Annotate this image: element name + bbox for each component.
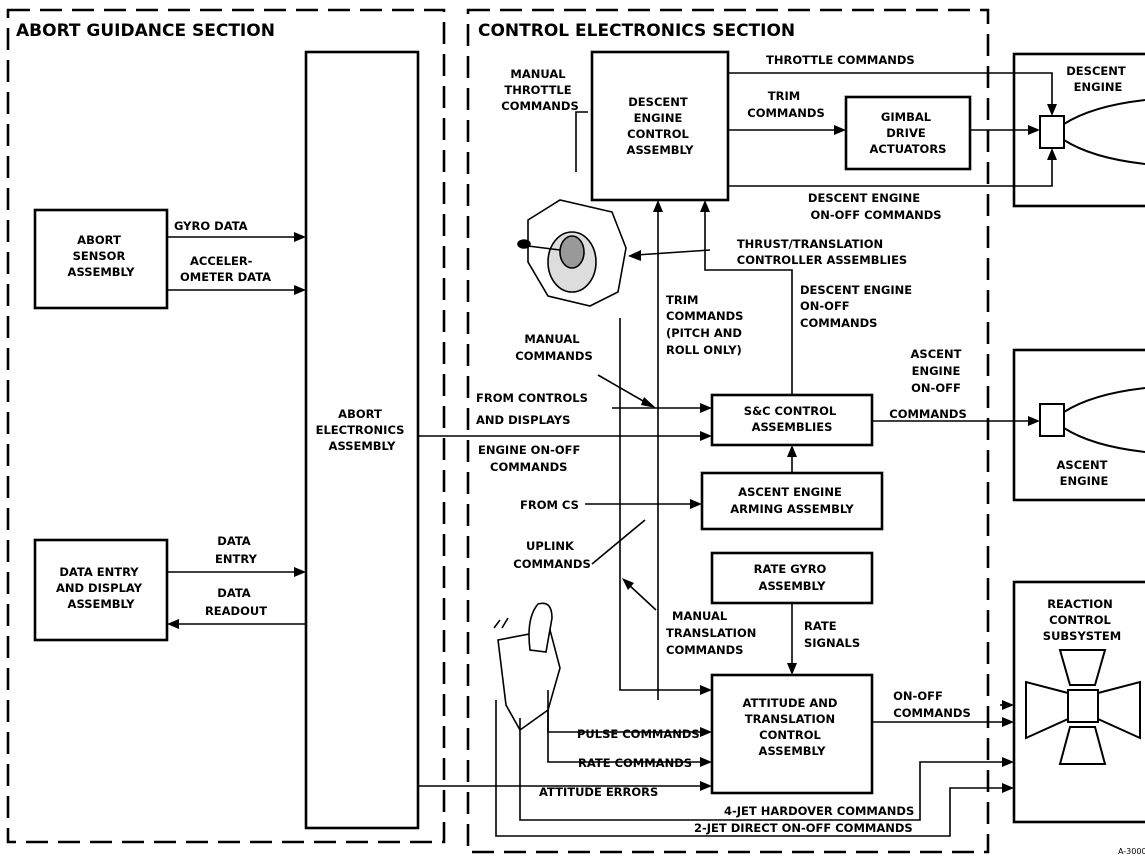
attitude-translation-control-assembly-label: ATTITUDE AND TRANSLATION CONTROL ASSEMBL… bbox=[743, 696, 842, 758]
abort-sensor-assembly-box bbox=[33, 208, 169, 310]
thrust-translation-controller-icon bbox=[517, 199, 627, 307]
ascent-engine-label: ASCENT ENGINE bbox=[1057, 458, 1112, 488]
connection-lines bbox=[167, 72, 1057, 837]
rate-gyro-assembly-box bbox=[710, 551, 874, 605]
descent-engine-onoff-commands-top-label: DESCENT ENGINE ON-OFF COMMANDS bbox=[808, 191, 942, 222]
from-cs-label: FROM CS bbox=[520, 498, 579, 512]
ascent-engine-arming-assembly-label: ASCENT ENGINE ARMING ASSEMBLY bbox=[730, 485, 854, 516]
descent-engine-label: DESCENT ENGINE bbox=[1066, 64, 1129, 94]
two-jet-direct-label: 2-JET DIRECT ON-OFF COMMANDS bbox=[694, 821, 913, 835]
ascent-engine-nozzle-icon bbox=[1039, 387, 1145, 453]
data-entry-display-assembly-box bbox=[33, 538, 169, 642]
abort-sensor-assembly-label: ABORT SENSOR ASSEMBLY bbox=[68, 233, 136, 279]
gimbal-drive-actuators-box bbox=[844, 95, 972, 171]
rcs-onoff-commands-label: ON-OFF COMMANDS bbox=[893, 689, 971, 720]
sc-control-assemblies-label: S&C CONTROL ASSEMBLIES bbox=[744, 404, 840, 434]
figure-id: A-3000 bbox=[1118, 847, 1145, 856]
reaction-control-subsystem-label: REACTION CONTROL SUBSYSTEM bbox=[1043, 597, 1121, 643]
abort-guidance-section-title: ABORT GUIDANCE SECTION bbox=[16, 21, 275, 41]
attitude-errors-label: ATTITUDE ERRORS bbox=[539, 785, 658, 799]
trim-pitch-roll-label: TRIM COMMANDS (PITCH AND ROLL ONLY) bbox=[666, 293, 747, 357]
ascent-engine-box bbox=[1012, 348, 1145, 502]
descent-engine-control-assembly-label: DESCENT ENGINE CONTROL ASSEMBLY bbox=[627, 95, 695, 157]
control-electronics-section-title: CONTROL ELECTRONICS SECTION bbox=[478, 21, 795, 41]
manual-throttle-commands-label: MANUAL THROTTLE COMMANDS bbox=[501, 67, 578, 113]
uplink-commands-label: UPLINK COMMANDS bbox=[513, 539, 590, 571]
engine-onoff-commands-label: ENGINE ON-OFF COMMANDS bbox=[478, 443, 584, 474]
four-jet-hardover-label: 4-JET HARDOVER COMMANDS bbox=[724, 804, 914, 818]
from-controls-and-displays-label: FROM CONTROLS AND DISPLAYS bbox=[476, 391, 592, 427]
rate-gyro-assembly-label: RATE GYRO ASSEMBLY bbox=[754, 562, 831, 593]
attitude-controller-joystick-icon bbox=[493, 602, 561, 732]
manual-translation-commands-label: MANUAL TRANSLATION COMMANDS bbox=[666, 609, 760, 657]
gimbal-drive-actuators-label: GIMBAL DRIVE ACTUATORS bbox=[870, 110, 947, 156]
accelerometer-data-label: ACCELER- OMETER DATA bbox=[180, 254, 271, 284]
abort-electronics-assembly-box bbox=[304, 50, 420, 830]
data-entry-label: DATA ENTRY bbox=[215, 534, 258, 566]
throttle-commands-label: THROTTLE COMMANDS bbox=[766, 53, 915, 67]
ascent-engine-onoff-commands-label: ASCENT ENGINE ON-OFF COMMANDS bbox=[889, 347, 966, 421]
abort-electronics-assembly-label: ABORT ELECTRONICS ASSEMBLY bbox=[316, 407, 409, 453]
gyro-data-label: GYRO DATA bbox=[174, 219, 248, 233]
rate-signals-label: RATE SIGNALS bbox=[804, 619, 860, 650]
rcs-thruster-quad-icon bbox=[1025, 649, 1141, 765]
descent-engine-control-assembly-box bbox=[590, 50, 730, 202]
trim-commands-label: TRIM COMMANDS bbox=[747, 89, 824, 120]
thrust-translation-controller-label: THRUST/TRANSLATION CONTROLLER ASSEMBLIES bbox=[737, 237, 907, 267]
ascent-engine-arming-assembly-box bbox=[700, 471, 884, 531]
data-readout-label: DATA READOUT bbox=[205, 586, 267, 618]
data-entry-display-assembly-label: DATA ENTRY AND DISPLAY ASSEMBLY bbox=[56, 565, 146, 611]
pulse-commands-label: PULSE COMMANDS bbox=[577, 727, 700, 741]
abort-guidance-section-border bbox=[6, 8, 446, 844]
descent-engine-onoff-commands-mid-label: DESCENT ENGINE ON-OFF COMMANDS bbox=[800, 283, 916, 330]
control-electronics-section-border bbox=[466, 8, 990, 854]
rate-commands-label: RATE COMMANDS bbox=[578, 756, 692, 770]
manual-commands-label: MANUAL COMMANDS bbox=[515, 332, 592, 363]
